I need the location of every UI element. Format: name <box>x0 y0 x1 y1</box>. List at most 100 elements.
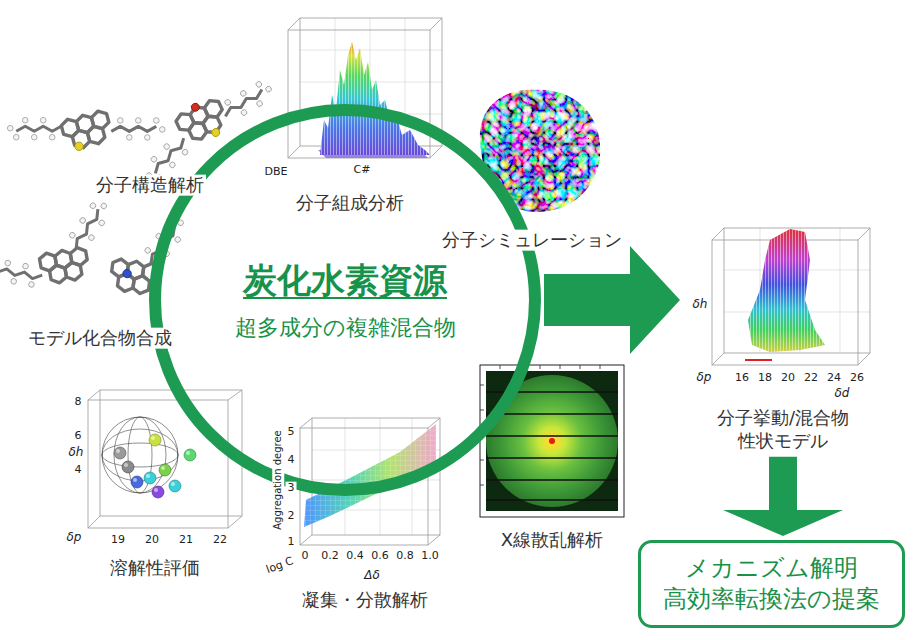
molecule-model <box>74 141 84 151</box>
tick-label: 18 <box>756 372 774 385</box>
section-label: 凝集・分散解析 <box>300 590 430 611</box>
axis-label: Aggregation degree <box>272 428 284 531</box>
property-model-plot <box>724 228 870 353</box>
composition-plot <box>320 42 430 155</box>
solubility-plot <box>88 400 228 528</box>
composition-plot <box>288 18 442 158</box>
solubility-plot <box>184 449 196 461</box>
composition-plot <box>288 30 430 158</box>
block-arrow <box>723 457 843 536</box>
tick-label: 0.4 <box>344 550 366 563</box>
molecular-simulation <box>476 86 604 216</box>
tick-label: 22 <box>211 534 229 547</box>
molecular-simulation <box>476 86 604 216</box>
molecule-model <box>190 102 201 113</box>
tick-label: 0.2 <box>319 550 341 563</box>
tick-label: 19 <box>109 534 127 547</box>
tick-label: 16 <box>733 372 751 385</box>
aggregation-plot <box>300 418 440 545</box>
tick-label: 21 <box>177 534 195 547</box>
molecule-model <box>65 197 114 254</box>
tick-label: 26 <box>848 372 866 385</box>
xray-scattering-image <box>480 365 600 485</box>
ring-outline <box>149 104 541 496</box>
property-model-plot <box>748 229 825 352</box>
solubility-plot <box>131 476 143 488</box>
xray-scattering-image <box>480 365 624 517</box>
axis-label: δp <box>695 371 714 385</box>
solubility-plot <box>116 449 120 453</box>
property-model-plot <box>712 228 870 365</box>
aggregation-plot <box>300 418 440 545</box>
axis-label: DBE <box>263 166 290 179</box>
tick-label: 20 <box>779 372 797 385</box>
tick-label: 0.6 <box>369 550 391 563</box>
composition-plot <box>320 42 430 155</box>
solubility-plot <box>102 443 178 467</box>
solubility-plot <box>171 482 175 486</box>
tick-label: 4 <box>73 464 84 477</box>
outcome-box: メカニズム解明 高効率転換法の提案 <box>638 540 905 628</box>
solubility-plot <box>114 417 166 493</box>
axis-label: log C <box>263 555 297 578</box>
aggregation-plot <box>300 418 440 545</box>
solubility-plot <box>149 434 161 446</box>
solubility-plot <box>159 464 171 476</box>
tick-label: 1.0 <box>419 550 441 563</box>
block-arrow <box>544 246 680 354</box>
molecule-model <box>7 117 61 140</box>
molecule-model <box>39 246 91 285</box>
section-label: 溶解性評価 <box>108 558 202 579</box>
tick-label: 3 <box>286 482 297 495</box>
solubility-plot <box>102 417 178 493</box>
molecule-model <box>122 269 131 278</box>
property-model-plot <box>724 228 870 353</box>
tick-label: 0.8 <box>394 550 416 563</box>
xray-scattering-image <box>480 365 624 517</box>
tick-label: 20 <box>143 534 161 547</box>
property-model-plot <box>724 228 870 353</box>
property-model-plot <box>712 228 870 365</box>
section-label: 分子シミュレーション <box>440 230 624 251</box>
axis-label: δp <box>65 531 84 545</box>
axis-label: δh <box>67 446 86 460</box>
axis-label: Δδ <box>362 569 382 583</box>
tick-label: 22 <box>802 372 820 385</box>
section-label: 分子組成分析 <box>294 193 406 214</box>
axis-label: δh <box>691 298 710 312</box>
tick-label: 24 <box>825 372 843 385</box>
solubility-plot <box>122 461 134 473</box>
solubility-plot <box>144 472 156 484</box>
panel-caption: 分子挙動/混合物 性状モデル <box>686 406 880 453</box>
main-subtitle: 超多成分の複雑混合物 <box>235 314 456 343</box>
solubility-plot <box>88 390 242 528</box>
solubility-plot <box>151 436 155 440</box>
axis-label: δd <box>833 387 852 401</box>
property-model-plot <box>748 229 825 352</box>
property-model-plot <box>712 228 870 365</box>
solubility-plot <box>161 466 165 470</box>
section-label: モデル化合物合成 <box>26 328 174 349</box>
tick-label: 0 <box>300 550 311 563</box>
solubility-plot <box>186 451 190 455</box>
xray-scattering-image <box>549 438 555 444</box>
section-label: X線散乱解析 <box>499 530 605 551</box>
solubility-plot <box>102 417 178 493</box>
molecule-model <box>219 78 277 124</box>
molecule-model <box>60 109 113 152</box>
solubility-plot <box>146 474 150 478</box>
molecule-model <box>210 127 221 138</box>
molecule-model <box>0 194 125 297</box>
composition-plot <box>288 18 442 158</box>
molecule-model <box>0 257 44 289</box>
solubility-plot <box>88 390 242 528</box>
molecule-model <box>2 78 171 180</box>
solubility-plot <box>114 407 197 498</box>
solubility-plot <box>102 429 178 481</box>
solubility-plot <box>116 408 192 492</box>
solubility-plot <box>114 447 126 459</box>
tick-label: 6 <box>73 430 84 443</box>
solubility-plot <box>100 390 242 516</box>
molecule-model <box>111 118 165 141</box>
